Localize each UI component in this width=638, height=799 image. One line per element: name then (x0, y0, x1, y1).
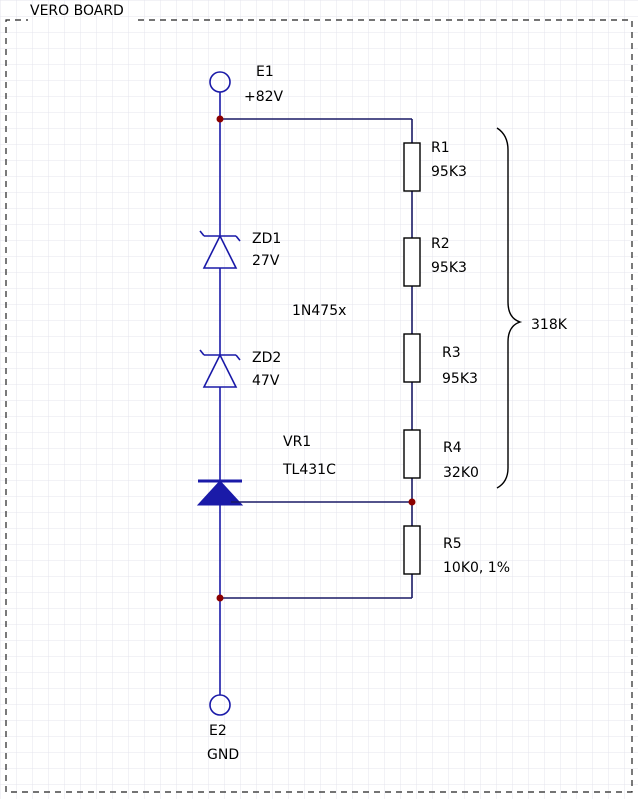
zener-zd1 (199, 230, 241, 269)
board-outline (5, 19, 633, 793)
resistor-r1 (403, 142, 421, 192)
vr1-ref: VR1 (283, 434, 311, 450)
r5-ref: R5 (443, 536, 462, 552)
board-title: VERO BOARD (30, 3, 124, 19)
junction-top (216, 115, 224, 123)
e1-ref: E1 (256, 64, 274, 80)
zd1-value: 27V (252, 253, 280, 269)
r1-ref: R1 (431, 140, 450, 156)
r3-value: 95K3 (442, 371, 478, 387)
zd2-value: 47V (252, 373, 280, 389)
zd1-ref: ZD1 (252, 231, 281, 247)
resistor-r5 (403, 525, 421, 575)
e2-ref: E2 (209, 723, 227, 739)
zener-zd2 (199, 349, 241, 388)
bracket-label: 318K (531, 317, 568, 333)
e1-value: +82V (244, 89, 284, 105)
r4-value: 32K0 (443, 465, 479, 481)
junction-bottom (216, 594, 224, 602)
resistor-r4 (403, 429, 421, 479)
r2-value: 95K3 (431, 260, 467, 276)
junction-ref (408, 498, 416, 506)
r1-value: 95K3 (431, 164, 467, 180)
r2-ref: R2 (431, 236, 450, 252)
vr1-value: TL431C (282, 462, 336, 478)
regulator-vr1 (196, 479, 244, 506)
r5-value: 10K0, 1% (443, 560, 510, 576)
r4-ref: R4 (443, 440, 462, 456)
zener-part-number: 1N475x (292, 303, 346, 319)
zd2-ref: ZD2 (252, 350, 281, 366)
resistor-r2 (403, 237, 421, 287)
e2-value: GND (207, 747, 239, 763)
resistor-r3 (403, 333, 421, 383)
r3-ref: R3 (442, 345, 461, 361)
terminal-e2 (209, 694, 231, 716)
resistor-sum-bracket (496, 127, 523, 489)
